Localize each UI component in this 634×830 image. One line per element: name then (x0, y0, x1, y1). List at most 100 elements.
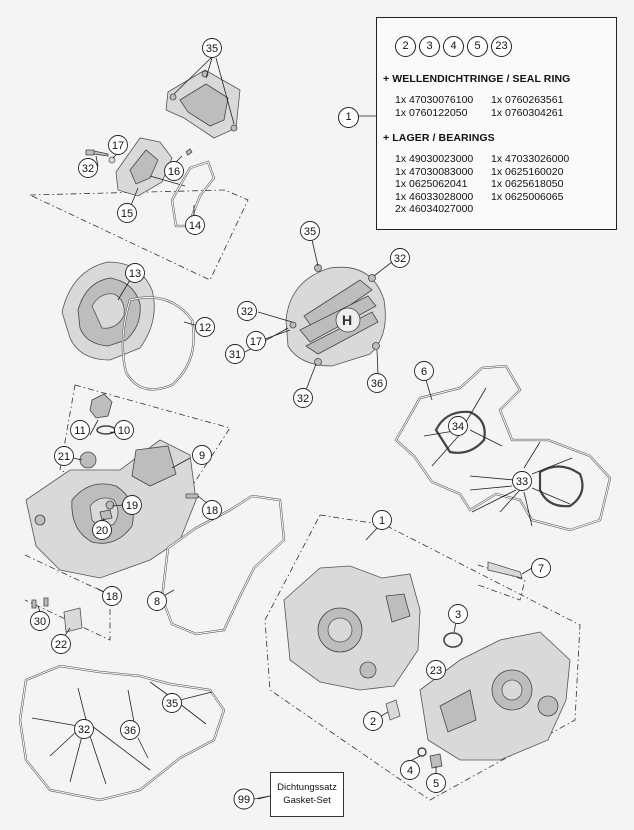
svg-text:33: 33 (516, 476, 528, 488)
part-number: 2x 46034027000 (395, 203, 474, 216)
screw-16 (185, 148, 193, 156)
callout: 8 (147, 591, 167, 611)
callout: 32 (237, 301, 257, 321)
svg-text:8: 8 (154, 596, 160, 608)
circled-part: 4 (443, 36, 464, 57)
callout: 17 (108, 135, 128, 155)
callout: 7 (531, 558, 551, 578)
callout: 1 (372, 510, 392, 530)
svg-text:17: 17 (112, 140, 124, 152)
callout: 5 (426, 773, 446, 793)
part-number: 1x 47033026000 (491, 153, 570, 165)
svg-text:10: 10 (118, 425, 130, 437)
callout: 16 (164, 161, 184, 181)
svg-text:14: 14 (189, 220, 201, 232)
callout: 33 (512, 471, 532, 491)
callout: 32 (293, 388, 313, 408)
callout: 32 (78, 158, 98, 178)
circled-part: 23 (491, 36, 512, 57)
water-pump-cover (165, 69, 241, 139)
callout: 36 (367, 373, 387, 393)
callout: 15 (117, 203, 137, 223)
svg-text:19: 19 (126, 500, 138, 512)
part-number: 1x 0625618050 (491, 178, 564, 191)
part-number: 1x 0760122050 (395, 106, 468, 119)
svg-text:99: 99 (238, 794, 250, 806)
svg-text:7: 7 (538, 563, 544, 575)
callout: 22 (51, 634, 71, 654)
callout: 18 (202, 500, 222, 520)
callout: 32 (390, 248, 410, 268)
svg-text:35: 35 (206, 43, 218, 55)
circled-part: 5 (467, 36, 488, 57)
part-number: 1x 47030083000 (395, 165, 474, 178)
svg-text:18: 18 (206, 505, 218, 517)
oil-filler-plug (89, 393, 113, 419)
callout: 35 (202, 38, 222, 58)
cylinder-base-gasket (394, 364, 612, 532)
callout: 34 (448, 416, 468, 436)
callout: 9 (192, 445, 212, 465)
shaft-7 (487, 561, 523, 579)
assembly-outline-water-pump (29, 189, 249, 281)
callout: 10 (114, 420, 134, 440)
svg-text:11: 11 (74, 425, 85, 437)
svg-text:15: 15 (121, 208, 133, 220)
callout: 35 (162, 693, 182, 713)
part-number: 1x 49030023000 (395, 153, 474, 165)
part-number: 1x 0625160020 (491, 165, 564, 178)
seal-21 (79, 451, 97, 469)
part-20 (99, 509, 113, 521)
callout: 3 (448, 604, 468, 624)
svg-text:17: 17 (250, 336, 262, 348)
callout: 35 (300, 221, 320, 241)
callout: 23 (426, 660, 446, 680)
callout: 21 (54, 446, 74, 466)
parts-info-box: 2 3 4 5 23 + WELLENDICHTRINGE / SEAL RIN… (376, 17, 617, 230)
callout: 18 (102, 586, 122, 606)
svg-text:20: 20 (96, 525, 108, 537)
svg-text:5: 5 (433, 778, 439, 790)
leader-lines (31, 56, 573, 800)
svg-text:18: 18 (106, 591, 118, 603)
svg-text:36: 36 (124, 725, 136, 737)
bearings-heading: + LAGER / BEARINGS (383, 132, 495, 144)
o-ring-10 (96, 425, 116, 435)
svg-text:35: 35 (304, 226, 316, 238)
gasket-set-box: Dichtungssatz Gasket-Set (270, 772, 344, 817)
brand-logo: H (342, 312, 352, 328)
part-number (491, 203, 601, 216)
assembly-outline-right-small (477, 564, 526, 601)
info-box-callout: 1 (338, 107, 359, 128)
callout: 32 (74, 719, 94, 739)
part-number: 1x 0760304261 (491, 106, 564, 119)
svg-text:35: 35 (166, 698, 178, 710)
callout: 31 (225, 344, 245, 364)
callouts: 35 17 32 16 15 14 13 12 35 32 32 17 31 3… (30, 38, 551, 793)
bolt-18 (185, 493, 199, 499)
gasket-kit-callout: 99 (233, 788, 271, 810)
part-number: 1x 46033028000 (395, 190, 474, 203)
seal-ring-list: 1x 47030076100 1x 0760263561 1x 07601220… (395, 94, 601, 119)
bolt-30 (31, 597, 49, 609)
part-number: 1x 0625006065 (491, 190, 564, 203)
bolt-32-top (85, 149, 109, 157)
svg-text:4: 4 (407, 765, 413, 777)
svg-text:6: 6 (421, 366, 427, 378)
circled-part: 2 (395, 36, 416, 57)
gasket-set-label-en: Gasket-Set (283, 795, 331, 806)
svg-text:30: 30 (34, 616, 46, 628)
svg-text:32: 32 (241, 306, 253, 318)
callout: 36 (120, 720, 140, 740)
callout: 20 (92, 520, 112, 540)
circled-part-numbers: 2 3 4 5 23 (395, 36, 512, 57)
callout: 2 (363, 711, 383, 731)
svg-text:16: 16 (168, 166, 180, 178)
seal-3 (443, 632, 463, 648)
callout: 13 (125, 263, 145, 283)
part-number: 1x 0760263561 (491, 94, 564, 106)
svg-text:9: 9 (199, 450, 205, 462)
svg-text:32: 32 (82, 163, 94, 175)
svg-text:34: 34 (452, 421, 464, 433)
